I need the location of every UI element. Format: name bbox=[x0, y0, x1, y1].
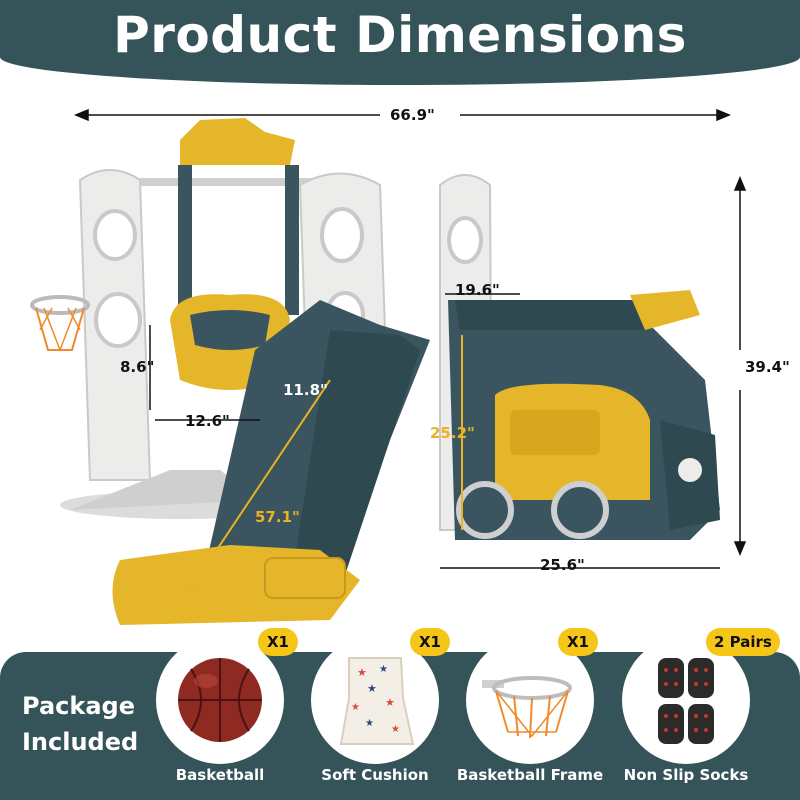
seat-height-label: 8.6" bbox=[120, 358, 155, 376]
basketball-icon bbox=[178, 658, 262, 742]
overall-height-label: 39.4" bbox=[745, 358, 790, 376]
hoop-icon bbox=[482, 676, 572, 739]
svg-text:★: ★ bbox=[385, 696, 395, 709]
svg-text:★: ★ bbox=[367, 682, 377, 695]
package-included-label: Package Included bbox=[22, 692, 139, 756]
bus-house bbox=[439, 174, 720, 540]
header-banner: Product Dimensions bbox=[0, 0, 800, 85]
svg-text:★: ★ bbox=[357, 666, 367, 679]
cushion-icon: ★ ★ ★ ★ ★ ★ ★ bbox=[339, 657, 415, 745]
overall-width-label: 66.9" bbox=[390, 106, 435, 124]
slide-length-label: 57.1" bbox=[255, 508, 300, 526]
swing bbox=[170, 118, 299, 390]
house-top-label: 19.6" bbox=[455, 281, 500, 299]
cushion-qty-badge: X1 bbox=[410, 628, 450, 656]
house-width-label: 25.6" bbox=[540, 556, 585, 574]
cushion-item: ★ ★ ★ ★ ★ ★ ★ bbox=[311, 636, 439, 764]
socks-icon bbox=[658, 658, 714, 744]
hoop-qty-badge: X1 bbox=[558, 628, 598, 656]
slide bbox=[112, 300, 430, 625]
slide-length-arrow bbox=[183, 379, 331, 599]
basketball-item bbox=[156, 636, 284, 764]
page-title: Product Dimensions bbox=[113, 6, 687, 64]
hoop-name: Basketball Frame bbox=[456, 766, 604, 784]
socks-item bbox=[622, 636, 750, 764]
socks-qty-badge: 2 Pairs bbox=[706, 628, 780, 656]
slide-width-label: 11.8" bbox=[283, 381, 328, 399]
cushion-name: Soft Cushion bbox=[321, 766, 429, 784]
svg-text:★: ★ bbox=[351, 702, 360, 713]
basketball-qty-badge: X1 bbox=[258, 628, 298, 656]
svg-text:★: ★ bbox=[379, 664, 388, 675]
basketball-hoop bbox=[30, 295, 90, 353]
seat-guides bbox=[149, 293, 720, 569]
swing-frame bbox=[70, 169, 387, 510]
basketball-name: Basketball bbox=[175, 766, 265, 784]
svg-text:★: ★ bbox=[391, 724, 400, 735]
socks-name: Non Slip Socks bbox=[623, 766, 749, 784]
height-arrow bbox=[733, 176, 747, 556]
svg-text:★: ★ bbox=[365, 718, 374, 729]
seat-width-label: 12.6" bbox=[185, 412, 230, 430]
width-arrow bbox=[74, 108, 731, 122]
playset-illustration bbox=[30, 108, 747, 625]
hoop-item bbox=[466, 636, 594, 764]
house-height-label: 25.2" bbox=[430, 424, 475, 442]
